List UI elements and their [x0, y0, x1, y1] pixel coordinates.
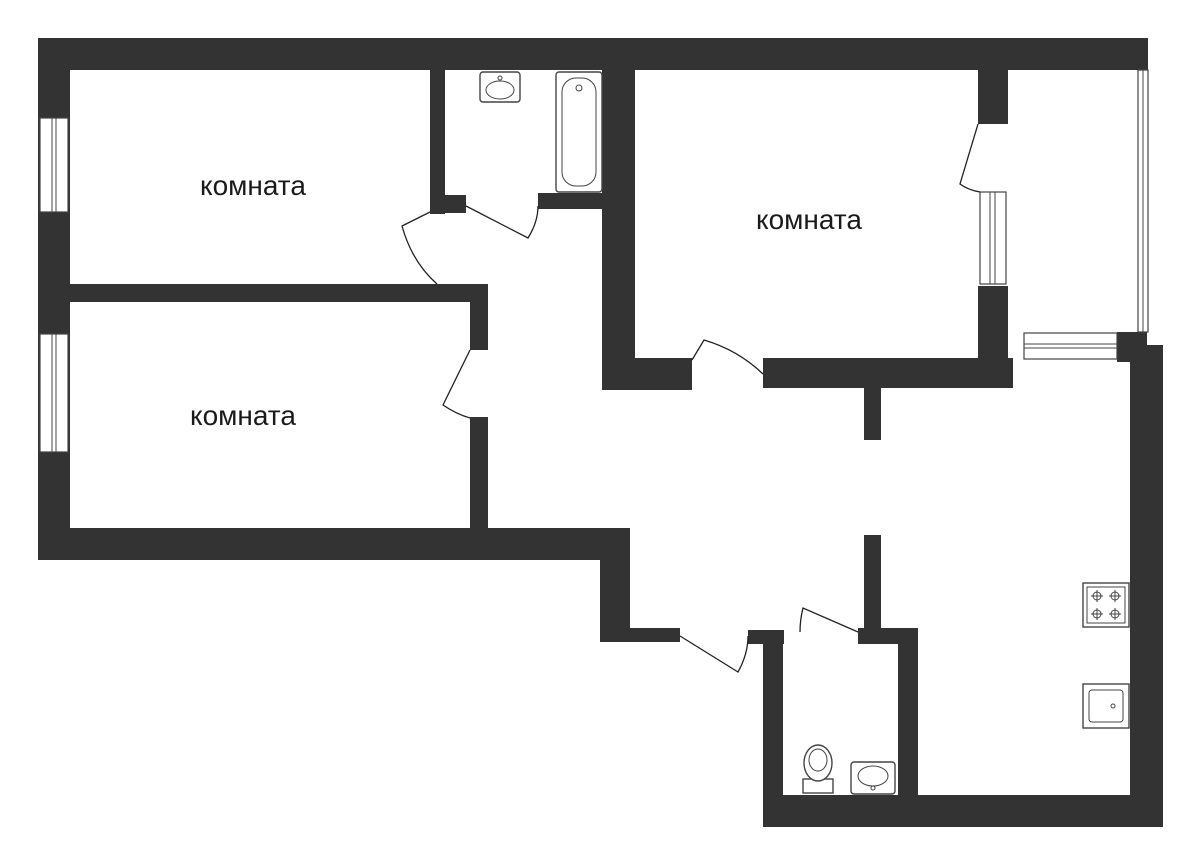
wall-hall-step — [600, 528, 630, 642]
wall-outer-right — [1130, 345, 1163, 827]
window-icon — [979, 191, 1007, 285]
window-icon — [1137, 69, 1149, 333]
wall-stub-hall — [864, 358, 881, 440]
window-icon — [1023, 332, 1118, 360]
door-swing-icon — [465, 205, 539, 239]
toilet-icon — [802, 744, 834, 794]
door-swing-icon — [442, 349, 471, 419]
room-label: комната — [756, 204, 862, 235]
door-swing-icon — [959, 123, 981, 193]
door-swing-icon — [691, 339, 764, 375]
stove-icon — [1082, 582, 1130, 628]
sink-icon — [479, 71, 521, 103]
door-swing-icon — [679, 635, 749, 673]
bathtub-icon — [555, 71, 603, 193]
kitchen-sink-icon — [1082, 683, 1130, 729]
wall-outer-bottom-left — [38, 528, 630, 560]
wall-room3-bottom-right — [763, 358, 1013, 388]
wall-balcony-upper — [978, 38, 1008, 124]
windows — [39, 69, 1149, 453]
window-icon — [39, 117, 69, 213]
wall-balcony-lower — [978, 286, 1008, 388]
wall-stub-wc — [864, 535, 881, 635]
wall-wc-left — [763, 630, 783, 826]
room-label: комната — [190, 400, 296, 431]
wall-hall-bottom — [600, 628, 680, 642]
wall-outer-top — [38, 38, 1148, 70]
wall-room2-right-lower — [470, 417, 488, 545]
wall-bath-right — [602, 38, 635, 390]
window-icon — [39, 333, 69, 453]
wall-left-rooms-divider — [38, 284, 488, 302]
door-swing-icon — [401, 211, 438, 285]
wall-corner-block — [1117, 332, 1147, 362]
doors — [401, 123, 981, 673]
wall-wc-right — [898, 628, 918, 798]
wall-room2-right-upper — [470, 284, 488, 350]
wall-room1-right-stub — [430, 195, 466, 213]
wall-room3-bottom-left — [602, 358, 692, 390]
door-swing-icon — [799, 607, 859, 633]
wall-room1-right-upper — [430, 38, 445, 214]
wall-outer-bottom-right — [763, 795, 1163, 827]
room-label: комната — [200, 170, 306, 201]
sink-icon — [850, 761, 896, 795]
